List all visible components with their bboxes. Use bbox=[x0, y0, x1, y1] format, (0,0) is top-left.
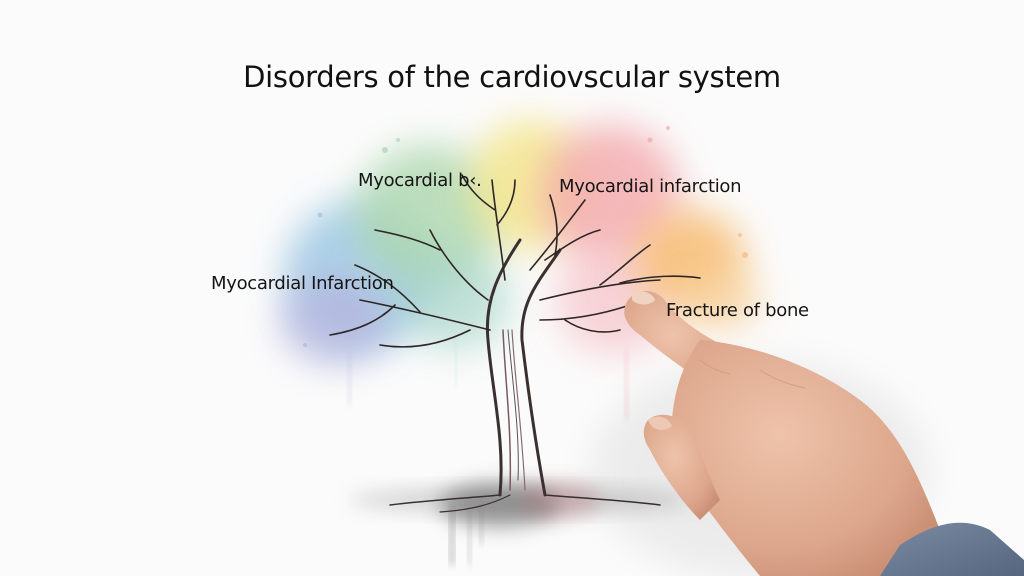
watercolor-canopy bbox=[280, 120, 760, 420]
page-title: Disorders of the cardiovscular system bbox=[243, 60, 781, 94]
branch-label-top-left: Myocardial b‹. bbox=[358, 170, 482, 191]
pointing-hand bbox=[624, 290, 1024, 576]
tree-branches bbox=[329, 174, 701, 348]
branch-label-top-right: Myocardial infarction bbox=[559, 176, 742, 197]
tree-trunk bbox=[389, 238, 661, 513]
branch-label-mid-left: Myocardial Infarction bbox=[211, 273, 394, 294]
branch-label-right: Fracture of bone bbox=[666, 300, 809, 321]
